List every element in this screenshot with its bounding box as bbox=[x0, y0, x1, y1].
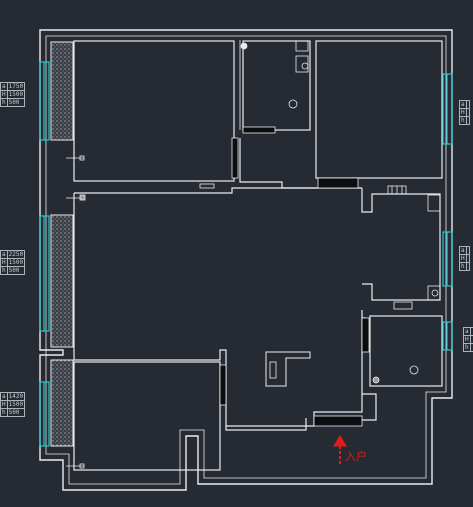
foyer-wall bbox=[225, 418, 307, 431]
basin-icon bbox=[372, 365, 419, 384]
annotation-value: 1500 bbox=[6, 400, 26, 409]
annotation-value: 1500 bbox=[6, 258, 26, 267]
radiator-icon bbox=[66, 155, 277, 469]
annotation-row: H bbox=[463, 335, 473, 344]
annotation-key: H bbox=[0, 90, 8, 99]
annotation-row: H bbox=[459, 108, 470, 117]
room-bathroom-1 bbox=[242, 40, 311, 131]
annotation-value: 500 bbox=[6, 408, 26, 417]
annotation-key: a bbox=[459, 246, 467, 255]
annotation-key: H bbox=[459, 108, 467, 117]
room-bathroom-2 bbox=[369, 315, 443, 387]
annotation-key: h bbox=[459, 262, 467, 271]
annotation-key: H bbox=[0, 258, 8, 267]
annotation-value: 2250 bbox=[6, 250, 26, 259]
annotation-value: 500 bbox=[6, 98, 26, 107]
annotation-row: h bbox=[459, 116, 470, 125]
annotation-row: a bbox=[459, 100, 470, 109]
annotation-key: a bbox=[0, 392, 8, 401]
sink-icon bbox=[295, 40, 309, 73]
annotation-row: h bbox=[463, 343, 473, 352]
room-bedroom-1 bbox=[73, 40, 235, 182]
annotation-key: a bbox=[459, 100, 467, 109]
annotation-value bbox=[465, 116, 470, 125]
annotation-key: h bbox=[0, 266, 8, 275]
wall-hatch-3 bbox=[50, 359, 74, 447]
annotation-key: a bbox=[0, 250, 8, 259]
annotation-value: 1500 bbox=[6, 90, 26, 99]
washer-icon bbox=[393, 194, 441, 310]
annotation-row: H bbox=[459, 254, 470, 263]
annotation-value bbox=[465, 262, 470, 271]
annotation-key: h bbox=[463, 343, 471, 352]
annotation-key: h bbox=[0, 408, 8, 417]
annotation-key: a bbox=[463, 327, 471, 336]
entry-arrow-icon bbox=[333, 435, 347, 464]
entrance-label: 入户 bbox=[345, 450, 367, 463]
annotation-value: 1750 bbox=[6, 82, 26, 91]
annotation-value bbox=[465, 246, 470, 255]
kitchen-wall bbox=[361, 188, 441, 301]
annotation-key: H bbox=[463, 335, 471, 344]
annotation-key: h bbox=[459, 116, 467, 125]
annotation-value bbox=[465, 108, 470, 117]
annotation-key: H bbox=[0, 400, 8, 409]
room-bedroom-3 bbox=[73, 361, 221, 471]
annotation-key: H bbox=[459, 254, 467, 263]
annotation-row: a bbox=[459, 246, 470, 255]
annotation-key: h bbox=[0, 98, 8, 107]
room-living bbox=[73, 187, 363, 427]
toilet-icon bbox=[239, 40, 298, 130]
window-icon bbox=[39, 61, 453, 447]
annotation-value bbox=[465, 100, 470, 109]
inner-outer-wall bbox=[45, 35, 447, 485]
stove-icon bbox=[387, 185, 407, 195]
annotation-value bbox=[465, 254, 470, 263]
door-icon bbox=[219, 126, 370, 427]
outer-wall bbox=[39, 29, 453, 491]
annotation-row: h bbox=[459, 262, 470, 271]
annotation-key: a bbox=[0, 82, 8, 91]
corridor-wall bbox=[239, 138, 318, 189]
annotation-row: a bbox=[463, 327, 473, 336]
wall-hatch-1 bbox=[50, 41, 74, 141]
room-bedroom-2 bbox=[315, 40, 443, 179]
wall-hatch-2 bbox=[50, 214, 74, 348]
niche-wall bbox=[265, 351, 311, 387]
annotation-value: 1420 bbox=[6, 392, 26, 401]
annotation-value: 500 bbox=[6, 266, 26, 275]
